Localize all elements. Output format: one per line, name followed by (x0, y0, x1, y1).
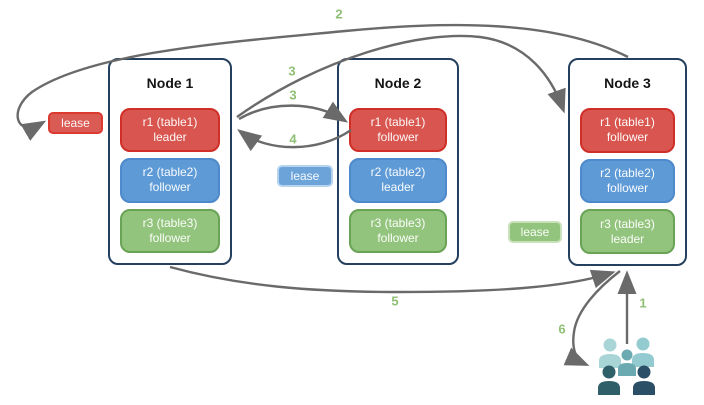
node1-replica-r1: r1 (table1) leader (120, 108, 220, 153)
replica-label: r1 (table1) (370, 115, 426, 130)
step-label-1: 1 (639, 295, 647, 311)
node3-replica-r1: r1 (table1) follower (580, 108, 675, 153)
user-dark-teal-left (598, 365, 620, 395)
replica-label: r3 (table3) (600, 216, 655, 231)
replica-role: follower (149, 230, 191, 245)
replica-label: r2 (table2) (600, 166, 655, 180)
lease-badge-red: lease (48, 112, 103, 134)
step-label-4: 4 (289, 131, 297, 147)
node-3: Node 3 r1 (table1) follower r2 (table2) … (568, 58, 687, 266)
replica-role: leader (381, 180, 415, 195)
replica-role: follower (377, 130, 419, 145)
users-group-icon (598, 337, 655, 395)
user-mid-teal-center (618, 349, 636, 376)
node3-replica-r2: r2 (table2) follower (580, 158, 675, 204)
node1-replica-r3: r3 (table3) follower (120, 208, 220, 253)
node-2-title: Node 2 (374, 75, 422, 91)
arrow-step5-node1-to-node3 (169, 265, 616, 294)
replica-role: leader (153, 130, 187, 145)
replica-label: r1 (table1) (600, 115, 655, 130)
replica-role: follower (606, 181, 649, 195)
node2-replica-r3: r3 (table3) follower (349, 208, 447, 253)
step-label-3a: 3 (288, 63, 296, 79)
arrow-step3-leader-to-node2 (238, 101, 349, 123)
replica-label: r3 (table3) (142, 215, 198, 230)
step-label-5: 5 (391, 293, 399, 309)
node-1-title: Node 1 (146, 75, 194, 91)
node-3-title: Node 3 (604, 75, 651, 91)
step-label-6: 6 (558, 321, 566, 337)
replica-label: r2 (table2) (142, 165, 198, 180)
node1-replica-r2: r2 (table2) follower (120, 158, 220, 203)
replica-role: follower (377, 230, 419, 245)
node3-replica-r3: r3 (table3) leader (580, 209, 675, 255)
replica-role: follower (606, 130, 649, 145)
user-dark-navy-right (633, 365, 655, 395)
replica-label: r3 (table3) (370, 215, 426, 230)
replica-label: r1 (table1) (142, 115, 198, 130)
node-2: Node 2 r1 (table1) follower r2 (table2) … (337, 58, 459, 265)
replica-role: follower (149, 180, 191, 195)
replica-label: r2 (table2) (370, 165, 426, 180)
step-label-2: 2 (335, 6, 343, 22)
lease-badge-blue: lease (277, 165, 333, 187)
node2-replica-r2: r2 (table2) leader (349, 158, 447, 203)
node-1: Node 1 r1 (table1) leader r2 (table2) fo… (108, 58, 232, 265)
user-light-teal-left (599, 338, 621, 368)
replica-role: leader (610, 231, 645, 246)
step-label-3b: 3 (289, 87, 297, 103)
node2-replica-r1: r1 (table1) follower (349, 108, 447, 153)
lease-badge-green: lease (508, 221, 562, 243)
user-light-teal-right (632, 337, 654, 367)
